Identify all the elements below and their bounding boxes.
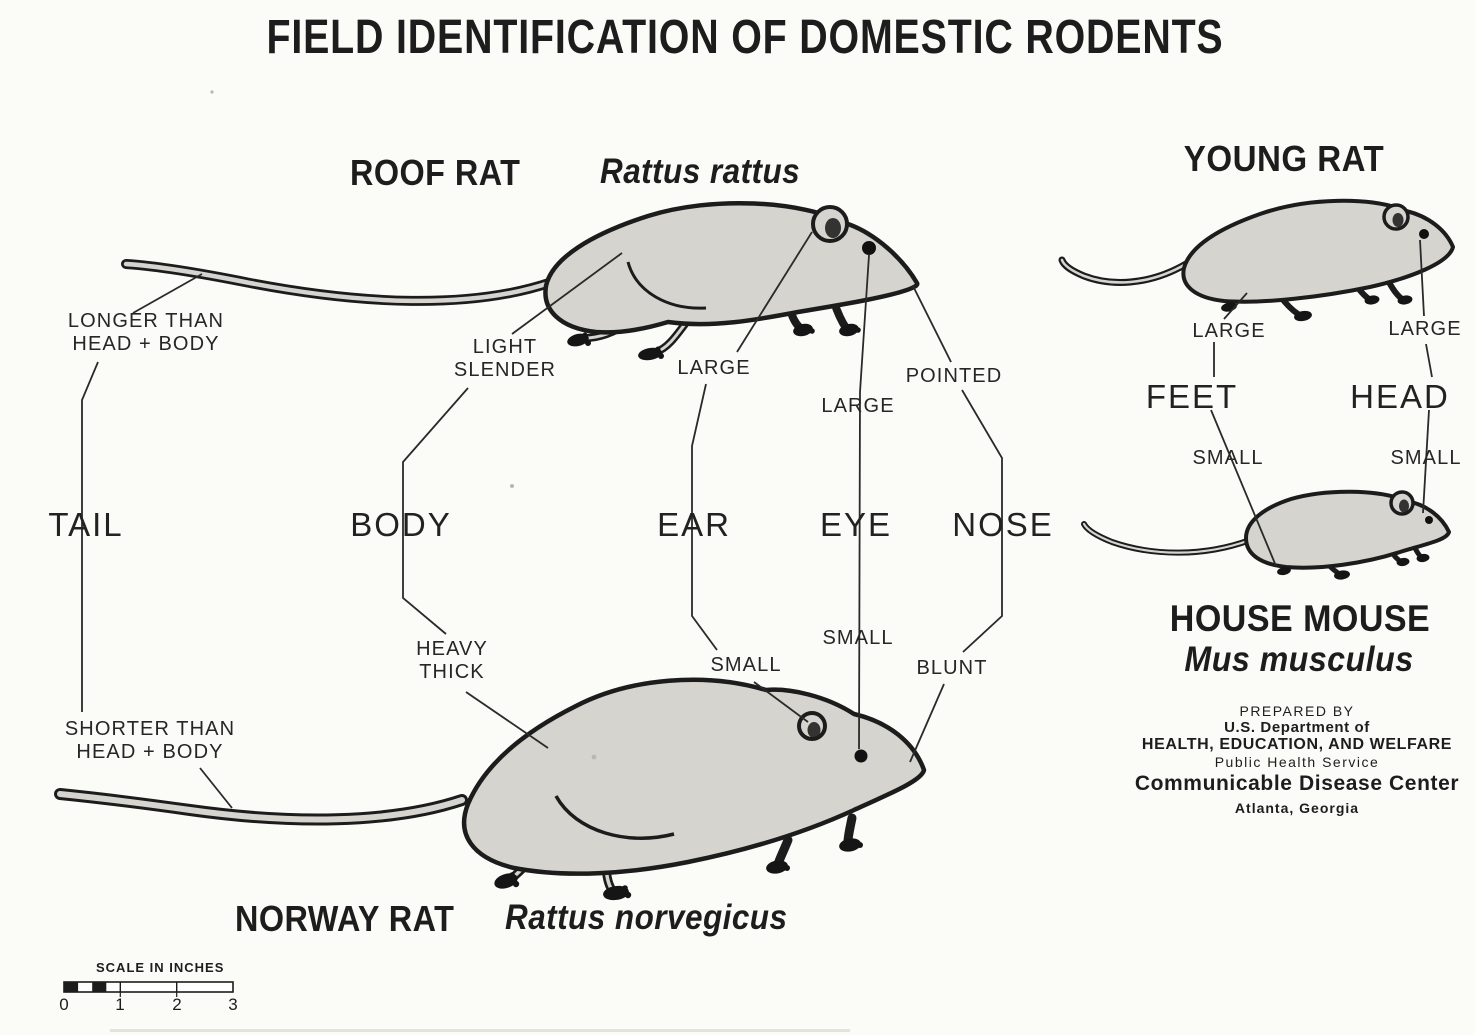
- house-mouse-name: HOUSE MOUSE: [1169, 598, 1431, 639]
- leader-roof-nose: [912, 285, 952, 363]
- norway-rat-tail-inner: [57, 791, 465, 823]
- house-mouse-species: Mus musculus: [1184, 640, 1414, 679]
- norway-rat-name: NORWAY RAT: [235, 898, 455, 939]
- credits-prepared-by: PREPARED BY: [1239, 703, 1355, 719]
- credits-department-line2: HEALTH, EDUCATION, AND WELFARE: [1141, 736, 1453, 753]
- norway-rat-tail-note-line1: SHORTER THAN: [64, 718, 236, 740]
- house-mouse-tail-inner: [1082, 522, 1252, 554]
- leader-body-column: [402, 387, 469, 635]
- leader-roof-ear: [736, 231, 813, 353]
- roof-rat-illustration: [121, 201, 920, 361]
- norway-rat-feet: [494, 838, 863, 901]
- leader-tail-column: [81, 361, 99, 712]
- norway-rat-tail-note-line2: HEAD + BODY: [76, 741, 224, 763]
- leader-norway-body: [465, 691, 549, 749]
- credits-service: Public Health Service: [1214, 754, 1380, 770]
- norway-rat-body-note-line2: THICK: [419, 661, 485, 683]
- roof-rat-body-note-line1: LIGHT: [472, 336, 538, 358]
- roof-rat-tail-note-line1: LONGER THAN: [67, 310, 225, 332]
- young-rat-ear-inner: [1392, 213, 1404, 227]
- roof-rat-nose-note: POINTED: [905, 365, 1003, 387]
- leader-mouse-head: [1422, 409, 1430, 514]
- roof-rat-eye: [862, 241, 876, 255]
- feature-label-ear: EAR: [657, 506, 731, 543]
- roof-rat-thigh-line: [626, 261, 707, 310]
- house-mouse-eye: [1425, 516, 1433, 524]
- scale-tick-2: 2: [172, 995, 182, 1014]
- young-rat-body: [1181, 198, 1455, 304]
- young-rat-name: YOUNG RAT: [1183, 138, 1385, 179]
- credits-department-line1: U.S. Department of: [1224, 719, 1370, 736]
- norway-rat-body-note-line1: HEAVY: [416, 638, 488, 660]
- leader-norway-ear: [753, 681, 809, 723]
- roof-rat-ear-inner: [825, 218, 841, 238]
- house-mouse-feet-note: SMALL: [1192, 447, 1264, 469]
- comparison-head-label: HEAD: [1350, 378, 1450, 415]
- scale-tick-3: 3: [228, 995, 238, 1014]
- leader-lines: [81, 231, 1433, 809]
- young-rat-tail: [1058, 256, 1190, 286]
- roof-rat-body-note-line2: SLENDER: [453, 359, 557, 381]
- leader-roof-tail: [132, 273, 203, 314]
- scale-ruler: [63, 981, 234, 997]
- leader-eye-column: [858, 254, 870, 750]
- roof-rat-name: ROOF RAT: [350, 152, 521, 193]
- leader-norway-nose: [909, 683, 945, 763]
- roof-rat-body-note: LIGHT SLENDER: [454, 336, 556, 382]
- norway-rat-body-note: HEAVY THICK: [416, 638, 488, 684]
- norway-rat-illustration: [54, 677, 927, 901]
- young-rat-illustration: [1058, 198, 1455, 322]
- norway-rat-tail-note: SHORTER THAN HEAD + BODY: [65, 718, 235, 764]
- leader-roof-body: [511, 252, 623, 335]
- roof-rat-tail-note: LONGER THAN HEAD + BODY: [68, 310, 224, 356]
- norway-rat-thigh-line: [554, 795, 675, 840]
- young-rat-feet: [1221, 295, 1413, 322]
- credits-center: Communicable Disease Center: [1134, 772, 1460, 795]
- house-mouse-ear-inner: [1399, 499, 1409, 513]
- leader-norway-tail: [199, 767, 233, 809]
- norway-rat-eye-note: SMALL: [822, 627, 894, 649]
- norway-rat-ear-inner: [807, 722, 821, 738]
- young-rat-tail-inner: [1060, 258, 1188, 284]
- norway-rat-eye: [854, 749, 868, 763]
- comparison-feet-label: FEET: [1145, 378, 1239, 415]
- leader-youngrat-head: [1419, 239, 1425, 317]
- feature-label-tail: TAIL: [48, 506, 124, 543]
- page-title: FIELD IDENTIFICATION OF DOMESTIC RODENTS: [266, 11, 1224, 64]
- norway-rat-ear-note: SMALL: [710, 654, 782, 676]
- roof-rat-eye-note: LARGE: [821, 395, 895, 417]
- leader-head-mid: [1425, 343, 1433, 378]
- feature-label-eye: EYE: [819, 506, 893, 543]
- young-rat-feet-note: LARGE: [1192, 320, 1266, 342]
- scale-label: SCALE IN INCHES: [96, 960, 225, 975]
- roof-rat-species: Rattus rattus: [600, 152, 801, 191]
- credits-location: Atlanta, Georgia: [1234, 800, 1360, 816]
- roof-rat-tail-note-line2: HEAD + BODY: [72, 333, 220, 355]
- norway-rat-species: Rattus norvegicus: [505, 898, 788, 937]
- house-mouse-feet: [1277, 553, 1430, 580]
- roof-rat-feet: [567, 323, 861, 361]
- house-mouse-illustration: [1081, 489, 1451, 580]
- roof-rat-ear-note: LARGE: [677, 357, 751, 379]
- feature-label-body: BODY: [350, 506, 452, 543]
- scale-tick-0: 0: [59, 995, 69, 1014]
- paper-specks: [110, 90, 850, 1032]
- leader-mouse-feet: [1210, 409, 1277, 567]
- leader-youngrat-feet: [1223, 292, 1248, 320]
- scale-tick-1: 1: [115, 995, 125, 1014]
- leader-nose-column: [961, 389, 1003, 653]
- leader-ear-column: [691, 383, 718, 651]
- young-rat-head-note: LARGE: [1388, 318, 1462, 340]
- feature-label-nose: NOSE: [952, 506, 1054, 543]
- norway-rat-nose-note: BLUNT: [916, 657, 988, 679]
- young-rat-eye: [1419, 229, 1429, 239]
- house-mouse-head-note: SMALL: [1390, 447, 1462, 469]
- roof-rat-tail-inner: [123, 261, 555, 304]
